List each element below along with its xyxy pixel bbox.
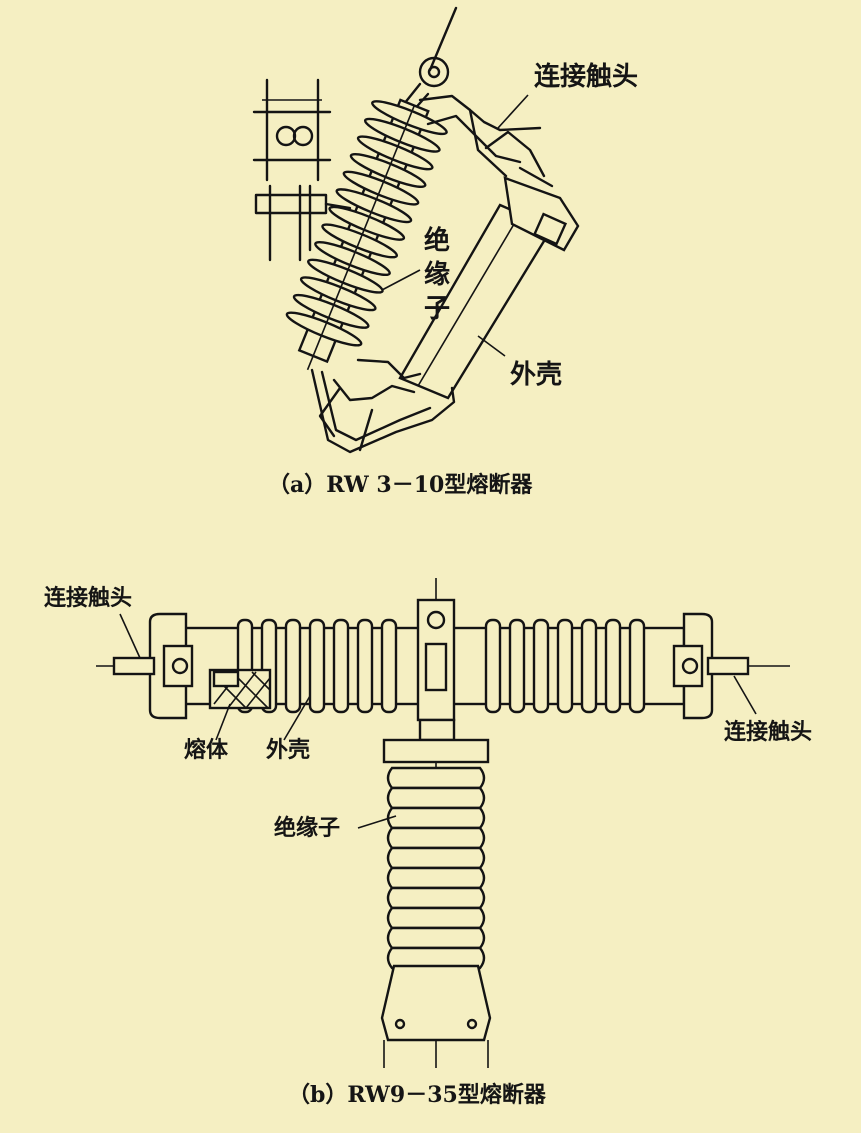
insulator-shed bbox=[386, 786, 486, 810]
label-shell-b: 外壳 bbox=[266, 738, 311, 763]
top-hook bbox=[402, 6, 458, 114]
figure-a-drawing bbox=[252, 6, 580, 454]
label-contact-a: 连接触头 bbox=[534, 62, 639, 92]
leader-shell-a bbox=[477, 335, 506, 357]
tube-rib bbox=[604, 618, 622, 714]
tube-rib bbox=[356, 618, 374, 714]
insulator-shed bbox=[386, 806, 486, 830]
label-contact-left-b: 连接触头 bbox=[44, 586, 133, 611]
insulator-a bbox=[285, 98, 448, 371]
tube-rib bbox=[484, 618, 502, 714]
right-end-cap bbox=[672, 612, 750, 720]
label-shell-a: 外壳 bbox=[510, 360, 563, 390]
insulator-shed bbox=[386, 946, 486, 970]
insulator-shed bbox=[386, 886, 486, 910]
tube-rib bbox=[308, 618, 326, 714]
leader-insulator-b bbox=[357, 815, 397, 829]
fuse-tube-a bbox=[398, 176, 580, 400]
tube-rib bbox=[556, 618, 574, 714]
insulator-b bbox=[380, 738, 492, 1068]
caption-b: （b）RW9－35型熔断器 bbox=[288, 1082, 546, 1108]
tube-rib bbox=[628, 618, 646, 714]
leader-shell-b bbox=[283, 695, 311, 741]
tube-rib bbox=[532, 618, 550, 714]
label-insulator-a-3: 子 bbox=[424, 294, 451, 324]
tube-ribs-left bbox=[236, 618, 398, 714]
upper-contact-a bbox=[418, 94, 554, 188]
label-insulator-a-1: 绝 bbox=[424, 226, 451, 256]
insulator-shed bbox=[386, 826, 486, 850]
tube-rib bbox=[284, 618, 302, 714]
label-insulator-b: 绝缘子 bbox=[274, 816, 341, 841]
figure-b-drawing bbox=[96, 578, 790, 1068]
tube-rib bbox=[380, 618, 398, 714]
insulator-shed bbox=[386, 926, 486, 950]
center-hinge bbox=[416, 598, 456, 742]
leader-contact-right-b bbox=[733, 675, 757, 715]
insulator-shed bbox=[386, 846, 486, 870]
fuse-element-b bbox=[208, 668, 272, 710]
insulator-shed bbox=[386, 866, 486, 890]
caption-a: （a）RW 3－10型熔断器 bbox=[268, 472, 533, 498]
leader-contact-left-b bbox=[119, 613, 141, 659]
label-insulator-a-2: 缘 bbox=[424, 260, 451, 290]
leader-contact-a bbox=[497, 94, 529, 129]
insulator-shed bbox=[386, 906, 486, 930]
tube-rib bbox=[332, 618, 350, 714]
label-contact-right-b: 连接触头 bbox=[724, 720, 813, 745]
label-fuse-b: 熔体 bbox=[184, 738, 229, 763]
leader-fuse-b bbox=[215, 703, 231, 741]
tube-ribs-right bbox=[484, 618, 646, 714]
left-end-cap bbox=[112, 612, 194, 720]
lower-contact-a bbox=[310, 358, 456, 454]
mounting-bracket bbox=[252, 78, 352, 262]
tube-rib bbox=[580, 618, 598, 714]
leader-insulator-a bbox=[381, 269, 421, 291]
insulator-shed bbox=[386, 766, 486, 790]
tube-rib bbox=[508, 618, 526, 714]
